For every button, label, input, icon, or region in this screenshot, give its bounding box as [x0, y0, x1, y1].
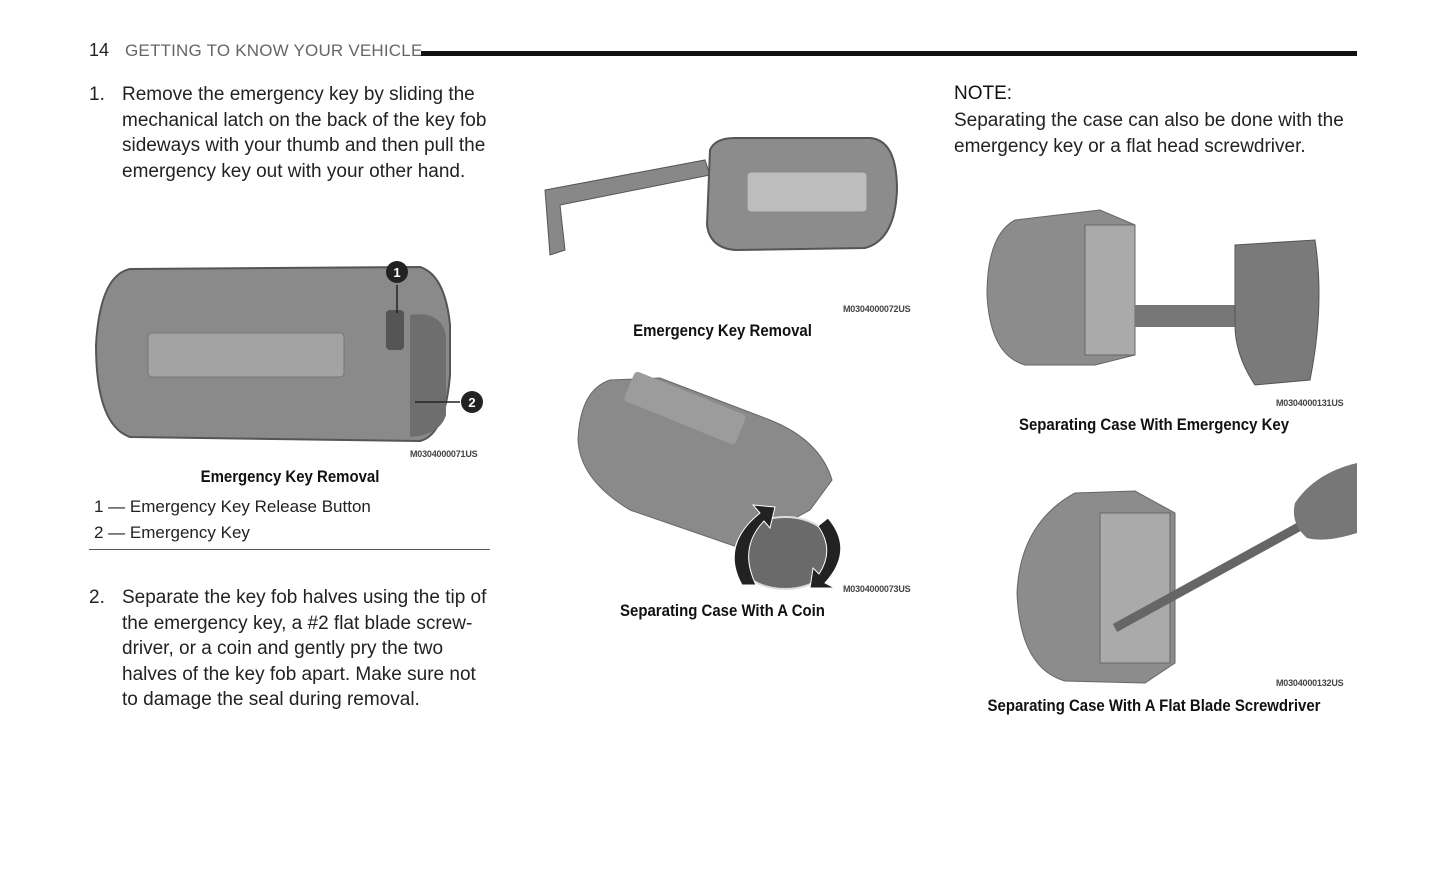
- step-2: 2. Separate the key fob halves using the…: [89, 585, 494, 715]
- section-title: GETTING TO KNOW YOUR VEHICLE: [125, 41, 423, 60]
- header-rule: [421, 51, 1357, 56]
- callout-1: [386, 261, 408, 283]
- legend-item-1: 1 — Emergency Key Release Button: [94, 497, 371, 516]
- callout-2-label: 2: [468, 395, 475, 410]
- legend-rule: [89, 549, 490, 550]
- step-text: Separate the key fob halves using the ti…: [122, 587, 487, 710]
- step-number: 1.: [89, 84, 105, 105]
- page-number: 14: [89, 40, 110, 60]
- figure-code: M0304000131US: [1276, 398, 1344, 408]
- emergency-key-separation-illustration: [986, 209, 1320, 386]
- callout-2: [461, 391, 483, 413]
- legend-item-2: 2 — Emergency Key: [94, 523, 250, 542]
- coin-separation-illustration: [577, 371, 842, 590]
- figure-code: M0304000073US: [843, 584, 911, 594]
- figure-code: M0304000132US: [1276, 678, 1344, 688]
- step-text: Remove the emergency key by sliding the …: [122, 84, 487, 182]
- note-text: Separating the case can also be done wit…: [954, 110, 1344, 157]
- note-heading: NOTE:: [954, 83, 1013, 104]
- step-1: 1. Remove the emergency key by sliding t…: [89, 82, 494, 212]
- key-fob-back-illustration: 1 2: [94, 261, 483, 443]
- figure-caption: Emergency Key Removal: [633, 321, 812, 340]
- figure-caption: Separating Case With Emergency Key: [1018, 415, 1290, 434]
- figure-caption: Emergency Key Removal: [200, 467, 380, 486]
- figure-code: M0304000072US: [843, 304, 911, 314]
- figure-code: M0304000071US: [410, 449, 478, 459]
- screwdriver-separation-illustration: [1016, 463, 1357, 684]
- callout-1-label: 1: [393, 265, 400, 280]
- key-removal-illustration: [544, 137, 899, 256]
- figure-caption: Separating Case With A Coin: [620, 601, 825, 620]
- step-number: 2.: [89, 587, 105, 608]
- figure-caption: Separating Case With A Flat Blade Screwd…: [987, 696, 1321, 715]
